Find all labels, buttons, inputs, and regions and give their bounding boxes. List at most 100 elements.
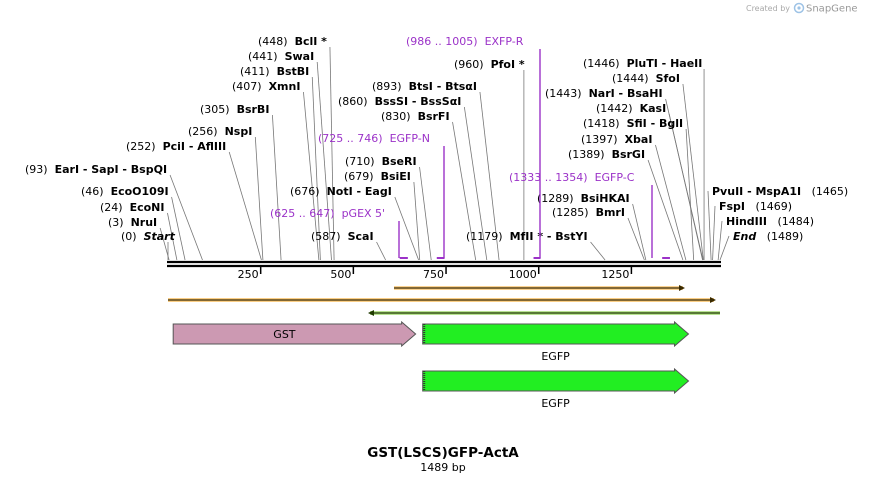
site-label: (830) BsrFI — [381, 110, 450, 123]
site-leader — [712, 205, 716, 261]
site-name: BtsI - BtsαI — [409, 80, 477, 93]
site-position: (448) — [258, 35, 295, 48]
site-label: (1285) BmrI — [552, 206, 625, 219]
site-name: EcoNI — [130, 201, 165, 214]
feature-gst-arrow: GST — [172, 320, 417, 348]
site-label: (256) NspI — [188, 125, 252, 138]
site-leader — [717, 220, 723, 261]
primer-range: (725 .. 746) — [318, 132, 390, 145]
site-position: (1443) — [545, 87, 589, 100]
credit-brand: SnapGene — [806, 4, 858, 15]
site-name: PluTI - HaeII — [627, 57, 703, 70]
site-position: (1179) — [466, 230, 510, 243]
site-position: (1418) — [583, 117, 627, 130]
site-position: (252) — [126, 140, 163, 153]
site-position: (24) — [100, 201, 130, 214]
ruler-tick-label: 1000 — [509, 268, 537, 281]
site-name: BmrI — [596, 206, 625, 219]
site-name: BstBI — [277, 65, 310, 78]
site-name: FspI — [719, 200, 745, 213]
site-leader — [463, 106, 488, 261]
orf-line-2 — [168, 297, 716, 303]
site-position: (1285) — [552, 206, 596, 219]
site-label: (407) XmnI — [232, 80, 300, 93]
site-position: (676) — [290, 185, 327, 198]
site-leader — [419, 166, 432, 261]
site-leader — [707, 190, 712, 261]
site-name: ScaI — [348, 230, 374, 243]
feature-label: EGFP — [541, 350, 570, 363]
feature-label: GST — [273, 328, 296, 341]
site-position: (710) — [345, 155, 382, 168]
primer-label: (1333 .. 1354) EGFP-C — [509, 171, 635, 184]
site-position: (587) — [311, 230, 348, 243]
site-leader — [376, 241, 386, 261]
feature-arrows: GST EGFP EGFP — [172, 320, 690, 410]
site-name: NotI - EagI — [327, 185, 392, 198]
ruler-tick-label: 1250 — [601, 268, 629, 281]
primer-name: EGFP-C — [595, 171, 635, 184]
site-name: BsiEI — [381, 170, 411, 183]
site-leader — [169, 174, 203, 261]
site-name: BsrGI — [612, 148, 645, 161]
site-position: (256) — [188, 125, 225, 138]
site-label: (1442) KasI — [596, 102, 666, 115]
site-name: HindIII — [726, 215, 767, 228]
site-leader — [632, 203, 647, 261]
site-name: SfiI - BglI — [627, 117, 684, 130]
site-label: PvuII - MspA1I (1465) — [712, 185, 848, 198]
site-name: NspI — [225, 125, 253, 138]
site-label: (587) ScaI — [311, 230, 374, 243]
site-leader — [303, 91, 320, 261]
site-label: (1443) NarI - BsaHI — [545, 87, 663, 100]
ruler-tick-label: 500 — [330, 268, 351, 281]
site-position: (960) — [454, 58, 491, 71]
site-leader — [719, 235, 730, 261]
site-name: SwaI — [285, 50, 315, 63]
site-leader — [329, 46, 335, 261]
primer-range: (625 .. 647) — [270, 207, 342, 220]
site-leader — [413, 181, 421, 261]
site-name: KasI — [640, 102, 667, 115]
ruler-ticks: 250 500 750 1000 1250 — [238, 266, 633, 281]
site-name: BsrBI — [237, 103, 270, 116]
site-label: (448) BclI * — [258, 35, 327, 48]
site-leader — [665, 98, 704, 261]
site-name: SfoI — [656, 72, 680, 85]
site-position: (407) — [232, 80, 269, 93]
site-position: (46) — [81, 185, 111, 198]
feature-egfp-arrow: EGFP — [422, 320, 690, 363]
orf-line-1 — [394, 285, 685, 291]
site-name: MfII * - BstYI — [510, 230, 588, 243]
primer-range: (986 .. 1005) — [406, 35, 485, 48]
primer-label: (625 .. 647) pGEX 5' — [270, 207, 385, 220]
site-name: Start — [144, 230, 176, 243]
site-leader — [479, 91, 500, 261]
site-name: BseRI — [382, 155, 417, 168]
site-label: (960) PfoI * — [454, 58, 525, 71]
ruler-tick-label: 250 — [238, 268, 259, 281]
site-position: (893) — [372, 80, 409, 93]
primer-range: (1333 .. 1354) — [509, 171, 595, 184]
site-label: (24) EcoNI — [100, 201, 164, 214]
site-leader — [171, 196, 186, 261]
snapgene-logo-icon — [793, 2, 805, 14]
primer-label: (725 .. 746) EGFP-N — [318, 132, 430, 145]
site-leader — [590, 241, 606, 261]
primer-name: EXFP-R — [485, 35, 524, 48]
site-leader — [254, 136, 264, 261]
site-label: (93) EarI - SapI - BspQI — [25, 163, 167, 176]
site-leader — [272, 114, 282, 261]
site-position: (305) — [200, 103, 237, 116]
site-position: (1389) — [568, 148, 612, 161]
site-leader — [452, 121, 477, 261]
site-position: (1465) — [801, 185, 848, 198]
site-position: (1289) — [537, 192, 581, 205]
site-position: (1442) — [596, 102, 640, 115]
site-position: (3) — [108, 216, 131, 229]
feature-label: EGFP — [541, 397, 570, 410]
sequence-length: 1489 bp — [420, 461, 465, 474]
ruler-tick-label: 750 — [423, 268, 444, 281]
feature-egfp-arrow: EGFP — [422, 367, 690, 410]
feature-shape — [422, 320, 690, 348]
